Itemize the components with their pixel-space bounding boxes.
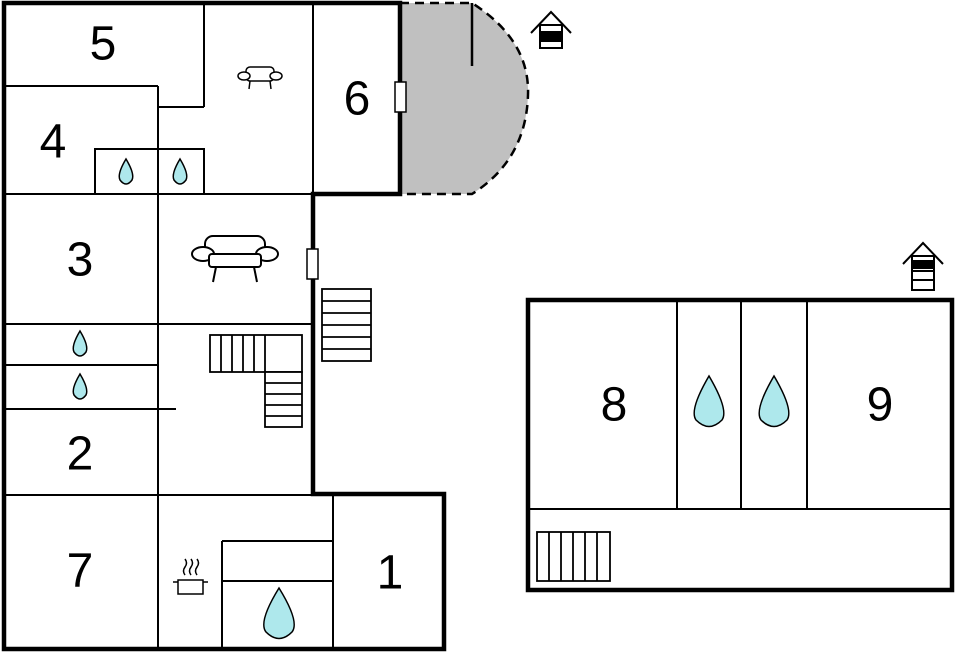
water-drop-icon [118, 157, 134, 185]
water-drop-icon [758, 374, 790, 428]
room-label-5: 5 [90, 18, 117, 71]
room-label-6: 6 [344, 73, 371, 126]
house-icon [902, 241, 944, 291]
room-label-9: 9 [867, 379, 894, 432]
stairs-icon [536, 531, 611, 582]
cooking-pot-icon [173, 558, 208, 595]
stairs-icon [209, 334, 303, 428]
armchair-icon [191, 235, 279, 283]
room-label-8: 8 [601, 379, 628, 432]
sofa-icon [237, 66, 283, 90]
room-label-2: 2 [67, 428, 94, 481]
door-icon [394, 81, 407, 113]
annex-building-walls [525, 297, 955, 593]
house-icon [530, 10, 572, 49]
room-label-1: 1 [377, 547, 404, 600]
room-label-4: 4 [40, 116, 67, 169]
door-icon [306, 248, 319, 280]
room-label-3: 3 [67, 234, 94, 287]
water-drop-icon [72, 372, 88, 400]
stairs-icon [321, 288, 372, 362]
water-drop-icon [693, 374, 725, 428]
water-drop-icon [172, 157, 188, 185]
room-label-7: 7 [67, 545, 94, 598]
main-building-walls [1, 0, 447, 652]
water-drop-icon [263, 586, 295, 640]
water-drop-icon [72, 329, 88, 357]
terrace [400, 1, 530, 196]
